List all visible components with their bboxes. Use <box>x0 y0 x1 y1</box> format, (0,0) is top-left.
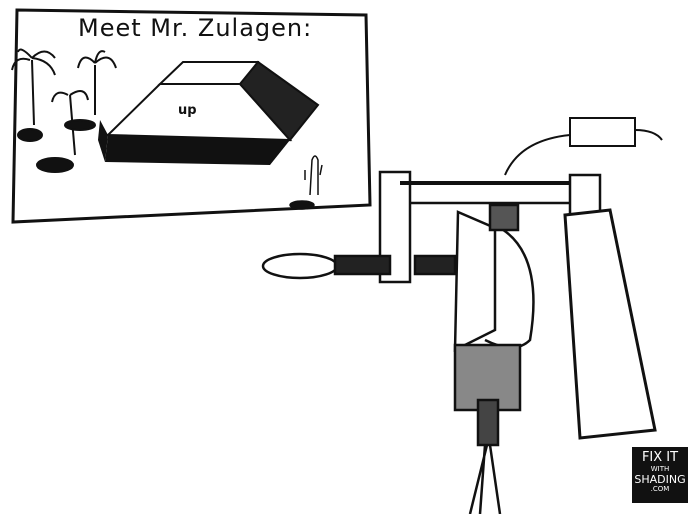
board-drawing <box>563 208 657 440</box>
ramp-drawing <box>98 60 320 165</box>
logo-line-4: .COM <box>650 485 670 493</box>
panel-title: Meet Mr. Zulagen: <box>78 14 313 42</box>
clamp-drawing <box>261 170 602 292</box>
cord-drawing <box>504 117 663 176</box>
logo-line-3: SHADING <box>634 473 686 486</box>
logo-line-2: WITH <box>650 465 670 473</box>
logo-line-1: FIX IT <box>641 450 679 465</box>
cactus <box>289 155 323 210</box>
panel-frame <box>11 8 372 224</box>
ramp-label: up <box>178 103 197 118</box>
palm-trees <box>11 48 117 173</box>
site-logo: FIX IT WITH SHADING .COM <box>632 447 688 503</box>
iron-drawing <box>453 203 535 514</box>
